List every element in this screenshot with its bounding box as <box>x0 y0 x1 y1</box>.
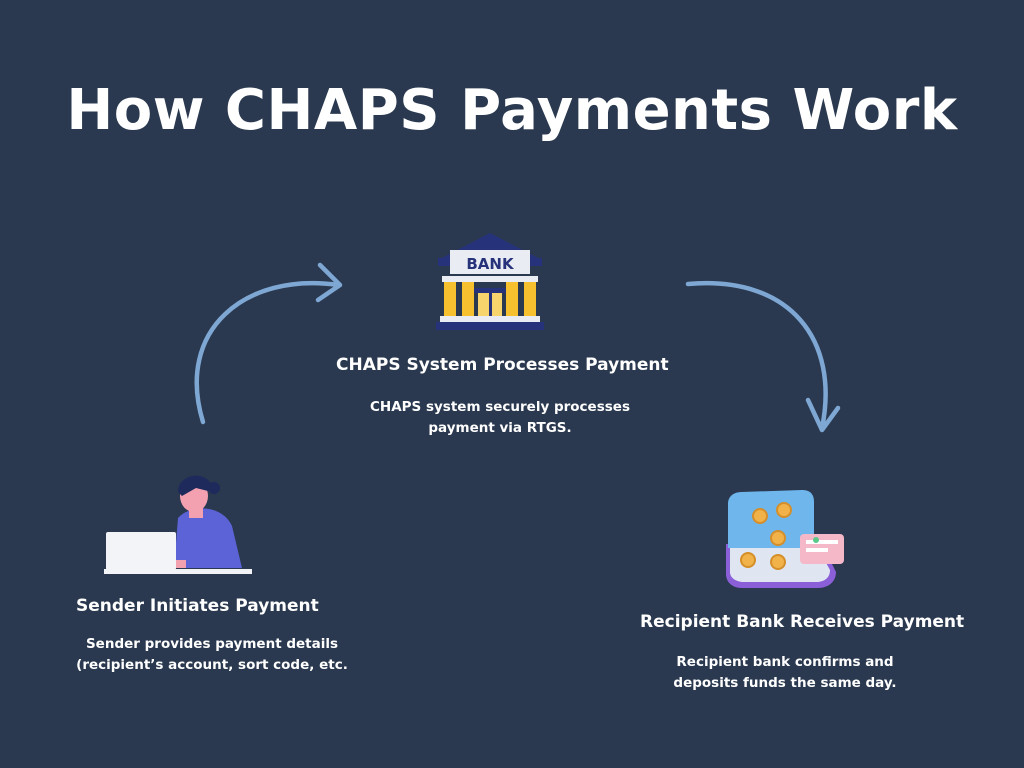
arrow-sender-to-chaps <box>194 281 341 425</box>
arrow-chaps-to-recipient <box>685 280 828 431</box>
step-sender-description-line-2: (recipient’s account, sort code, etc. <box>76 657 348 673</box>
arrow-chaps-to-recipient-head <box>805 397 841 433</box>
arrow-sender-to-chaps-head <box>315 262 343 303</box>
person-at-laptop-icon <box>104 475 252 574</box>
step-recipient-description-line-2: deposits funds the same day. <box>673 675 897 691</box>
step-recipient-description: Recipient bank confirms and deposits fun… <box>660 652 910 694</box>
step-recipient-description-line-1: Recipient bank confirms and <box>676 654 894 670</box>
step-sender-description-line-1: Sender provides payment details <box>85 636 339 652</box>
bank-sign-label: BANK <box>466 255 515 273</box>
wallet-with-coins-icon <box>726 490 844 588</box>
step-sender-description: Sender provides payment details (recipie… <box>70 634 354 676</box>
step-chaps-title: CHAPS System Processes Payment <box>336 355 669 375</box>
diagram-title: How CHAPS Payments Work <box>66 78 958 143</box>
step-chaps-description: CHAPS system securely processes payment … <box>336 397 664 439</box>
step-chaps-description-line-1: CHAPS system securely processes <box>370 399 630 415</box>
step-sender-title: Sender Initiates Payment <box>76 596 319 616</box>
step-recipient-title: Recipient Bank Receives Payment <box>640 612 965 632</box>
bank-building-icon: BANK <box>436 233 544 330</box>
step-chaps-description-line-2: payment via RTGS. <box>428 420 572 436</box>
